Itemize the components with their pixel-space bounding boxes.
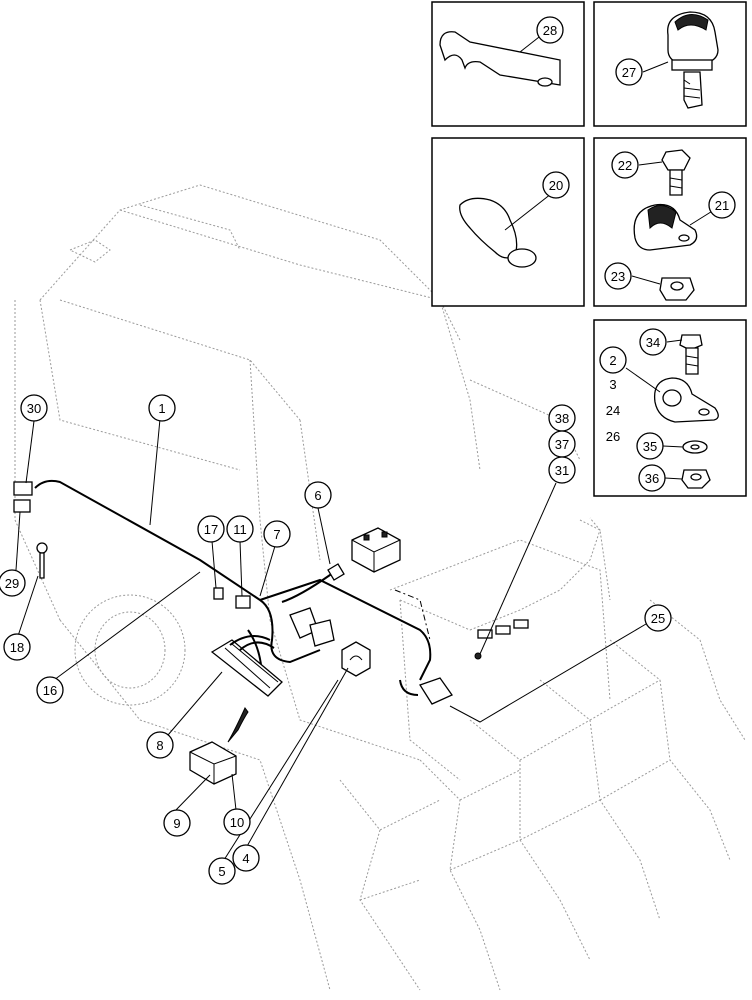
callout-label-10: 10 — [230, 815, 244, 830]
detail-panel-27 — [593, 1, 747, 127]
callout-label-38: 38 — [555, 411, 569, 426]
callout-1: 1 — [148, 394, 176, 422]
callout-9: 9 — [163, 809, 191, 837]
callout-label-20: 20 — [549, 178, 563, 193]
callout-30: 30 — [20, 394, 48, 422]
callout-label-1: 1 — [158, 401, 165, 416]
callout-37: 37 — [548, 430, 576, 458]
callout-label-36: 36 — [645, 471, 659, 486]
callout-31: 31 — [548, 456, 576, 484]
callout-18: 18 — [3, 633, 31, 661]
callout-4: 4 — [232, 844, 260, 872]
callout-label-27: 27 — [622, 65, 636, 80]
callout-label-5: 5 — [218, 864, 225, 879]
callout-label-4: 4 — [242, 851, 249, 866]
callout-27: 27 — [615, 58, 643, 86]
callout-label-35: 35 — [643, 439, 657, 454]
callout-35: 35 — [636, 432, 664, 460]
callout-label-6: 6 — [314, 488, 321, 503]
callout-label-28: 28 — [543, 23, 557, 38]
callout-label-26: 26 — [606, 429, 620, 444]
callout-6: 6 — [304, 481, 332, 509]
callout-28: 28 — [536, 16, 564, 44]
callout-label-17: 17 — [204, 522, 218, 537]
callout-11: 11 — [226, 515, 254, 543]
callout-34: 34 — [639, 328, 667, 356]
callout-10: 10 — [223, 808, 251, 836]
callout-label-11: 11 — [233, 522, 247, 537]
callout-2: 2 — [599, 346, 627, 374]
callout-23: 23 — [604, 262, 632, 290]
callout-21: 21 — [708, 191, 736, 219]
callout-25: 25 — [644, 604, 672, 632]
callout-label-30: 30 — [27, 401, 41, 416]
callout-label-29: 29 — [5, 576, 19, 591]
callout-16: 16 — [36, 676, 64, 704]
callout-label-23: 23 — [611, 269, 625, 284]
callout-label-2: 2 — [609, 353, 616, 368]
callout-label-7: 7 — [273, 527, 280, 542]
callout-label-22: 22 — [618, 158, 632, 173]
callout-17: 17 — [197, 515, 225, 543]
callout-label-8: 8 — [156, 738, 163, 753]
harness-components — [13, 481, 529, 785]
callout-8: 8 — [146, 731, 174, 759]
callout-label-25: 25 — [651, 611, 665, 626]
callout-label-37: 37 — [555, 437, 569, 452]
callout-5: 5 — [208, 857, 236, 885]
callout-label-24: 24 — [606, 403, 620, 418]
wiring-harness — [34, 479, 432, 696]
detail-panel-28 — [431, 1, 585, 127]
callout-label-31: 31 — [555, 463, 569, 478]
callout-label-16: 16 — [43, 683, 57, 698]
machine-outline — [14, 184, 746, 991]
detail-panel-20 — [431, 137, 585, 307]
callout-label-18: 18 — [10, 640, 24, 655]
callout-label-34: 34 — [646, 335, 660, 350]
callout-7: 7 — [263, 520, 291, 548]
callout-label-9: 9 — [173, 816, 180, 831]
callout-29: 29 — [0, 569, 26, 597]
callout-36: 36 — [638, 464, 666, 492]
callout-label-3: 3 — [609, 377, 616, 392]
callout-label-21: 21 — [715, 198, 729, 213]
callout-38: 38 — [548, 404, 576, 432]
callout-22: 22 — [611, 151, 639, 179]
callout-20: 20 — [542, 171, 570, 199]
